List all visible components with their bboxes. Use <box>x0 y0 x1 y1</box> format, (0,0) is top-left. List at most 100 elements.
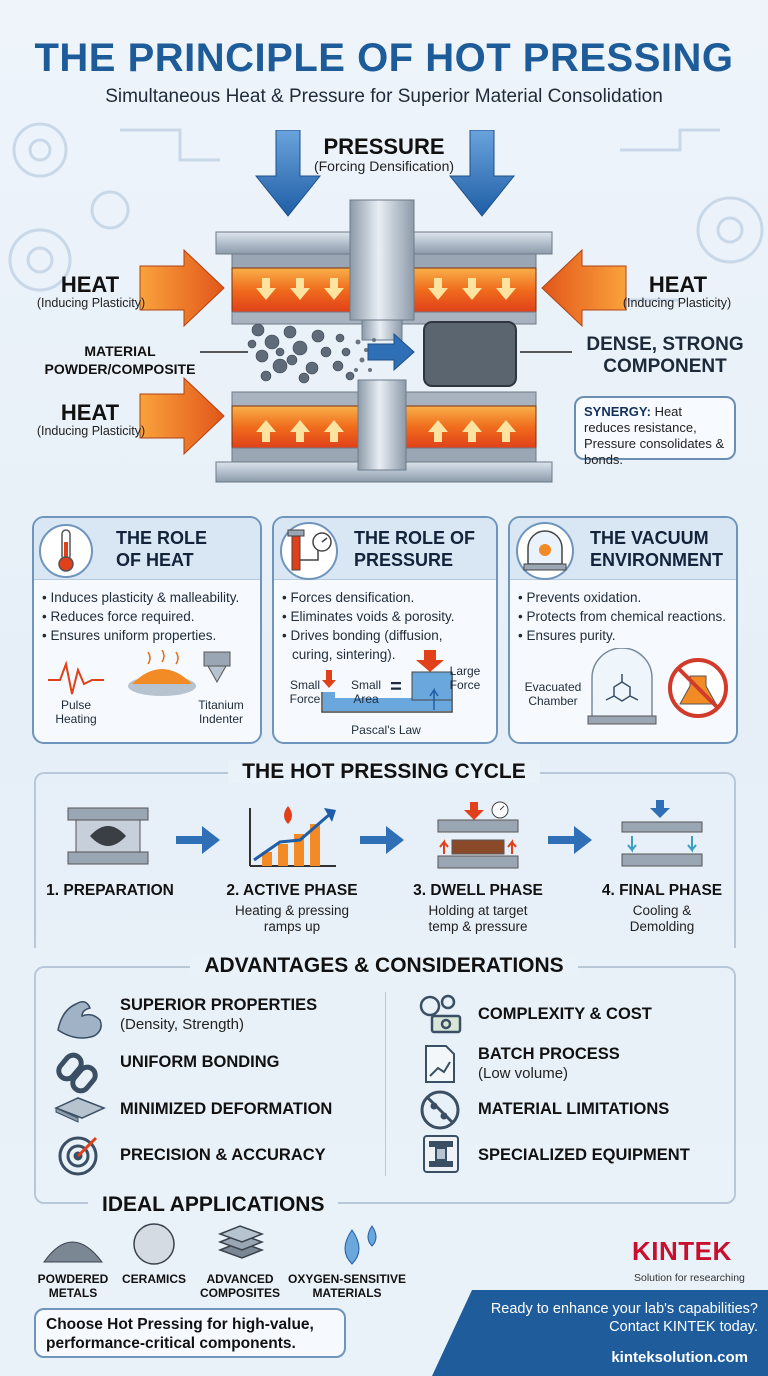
app-ceramics: CERAMICS <box>121 1272 186 1286</box>
list-item: • Ensures purity. <box>518 628 616 643</box>
vacuum-chamber-icon <box>516 522 574 580</box>
step-3-sub-line1: Holding at target <box>428 903 528 918</box>
app-0-line2: METALS <box>48 1286 98 1300</box>
heat-sublabel-top-left: (Inducing Plasticity) <box>36 296 146 310</box>
cycle-step-3-label: 3. DWELL PHASE <box>413 882 543 899</box>
list-item: • Induces plasticity & malleability. <box>42 590 240 605</box>
kintek-logo: KINTEK <box>632 1236 732 1266</box>
vacuum-illustration <box>587 648 728 725</box>
dense-label-line2: COMPONENT <box>603 356 727 377</box>
small-force-line1: Small <box>289 678 320 692</box>
prohibited-icon <box>420 1090 460 1130</box>
equals-sign: = <box>390 676 402 698</box>
list-item: • Eliminates voids & porosity. <box>282 609 455 624</box>
app-oxygen-sensitive: OXYGEN-SENSITIVE MATERIALS <box>286 1272 408 1300</box>
large-force-label: Large Force <box>440 664 490 692</box>
small-force-line2: Force <box>289 692 321 706</box>
pro-superior-properties: SUPERIOR PROPERTIES <box>120 996 318 1014</box>
list-item: • Prevents oxidation. <box>518 590 642 605</box>
heat-label-bottom-left: HEAT <box>60 400 120 425</box>
list-item: • Drives bonding (diffusion, <box>282 628 443 643</box>
muscle-arm-icon <box>57 1001 102 1039</box>
pro-precision-accuracy: PRECISION & ACCURACY <box>120 1146 326 1164</box>
synergy-callout: SYNERGY: Heat reduces resistance, Pressu… <box>574 396 736 467</box>
app-2-line2: COMPOSITES <box>199 1286 280 1300</box>
step-2-sub-line2: ramps up <box>263 919 321 934</box>
cycle-steps-illustration <box>67 800 703 869</box>
footer-band <box>432 1290 768 1376</box>
heat-sublabel-bottom-left: (Inducing Plasticity) <box>36 424 146 438</box>
large-force-line1: Large <box>449 664 481 678</box>
advantages-title: ADVANTAGES & CONSIDERATIONS <box>190 954 578 977</box>
material-label: MATERIAL POWDER/COMPOSITE <box>30 342 210 378</box>
layered-stack-icon <box>217 1225 265 1259</box>
con-complexity-cost: COMPLEXITY & COST <box>478 1005 652 1023</box>
footer-website-link[interactable]: kinteksolution.com <box>611 1349 748 1366</box>
thermometer-icon <box>39 524 93 578</box>
step-4-sub-line1: Cooling & <box>632 903 692 918</box>
small-area-line2: Area <box>353 692 379 706</box>
app-powdered-metals: POWDERED METALS <box>34 1272 112 1300</box>
page-title: THE PRINCIPLE OF HOT PRESSING <box>34 36 734 80</box>
applications-title: IDEAL APPLICATIONS <box>102 1193 325 1216</box>
con-batch-process: BATCH PROCESS <box>478 1045 620 1063</box>
role-of-pressure-title: THE ROLE OF PRESSURE <box>354 527 475 571</box>
cons-icons <box>419 994 462 1173</box>
cycle-step-2-sub: Heating & pressing ramps up <box>212 903 372 935</box>
pulse-line2: Heating <box>55 712 97 726</box>
pressure-label: PRESSURE <box>323 134 445 159</box>
heat-label-right: HEAT <box>648 272 708 297</box>
small-force-label: Small Force <box>282 678 328 706</box>
app-0-line1: POWDERED <box>37 1272 109 1286</box>
con-specialized-equipment: SPECIALIZED EQUIPMENT <box>478 1146 690 1164</box>
heat-sublabel-right: (Inducing Plasticity) <box>622 296 732 310</box>
machine-icon <box>423 1135 459 1173</box>
cta-box: Choose Hot Pressing for high-value, perf… <box>34 1308 346 1358</box>
pulse-heating-illustration <box>48 650 231 696</box>
pros-icons <box>54 1001 106 1176</box>
role-of-pressure-bullets: • Forces densification. • Eliminates voi… <box>282 588 494 664</box>
footer-cta-text: Ready to enhance your lab's capabilities… <box>440 1300 758 1336</box>
synergy-bold: SYNERGY: <box>584 404 651 419</box>
indenter-line2: Indenter <box>198 712 244 726</box>
cycle-title-wrap: THE HOT PRESSING CYCLE <box>0 760 768 784</box>
pascals-law-diagram <box>321 650 453 713</box>
gears-money-icon <box>419 994 462 1034</box>
role-of-pressure-title-line2: PRESSURE <box>354 550 454 570</box>
ceramic-sphere-icon <box>133 1223 175 1265</box>
cta-line1: Choose Hot Pressing for high-value, <box>46 1316 314 1333</box>
indenter-line1: Titanium <box>198 698 244 712</box>
step-2-sub-line1: Heating & pressing <box>234 903 350 918</box>
cycle-step-2-label: 2. ACTIVE PHASE <box>226 882 358 899</box>
step-4-sub-line2: Demolding <box>629 919 695 934</box>
background-gears-icon <box>8 122 764 302</box>
pressure-sublabel: (Forcing Densification) <box>313 158 455 174</box>
app-3-line1: OXYGEN-SENSITIVE <box>287 1272 407 1286</box>
app-advanced-composites: ADVANCED COMPOSITES <box>198 1272 282 1300</box>
app-3-line2: MATERIALS <box>312 1286 382 1300</box>
droplets-icon <box>344 1225 377 1265</box>
target-icon <box>58 1136 98 1176</box>
chamber-line1: Evacuated <box>524 680 582 694</box>
pressure-gauge-icon <box>280 522 338 580</box>
cycle-step-3-sub: Holding at target temp & pressure <box>398 903 558 935</box>
evacuated-chamber-label: Evacuated Chamber <box>516 680 590 708</box>
advantages-divider <box>385 992 386 1176</box>
vacuum-environment-title: THE VACUUM ENVIRONMENT <box>590 527 723 571</box>
role-of-heat-title-line2: OF HEAT <box>116 550 194 570</box>
con-batch-process-sub: (Low volume) <box>478 1065 569 1082</box>
role-of-heat-title: THE ROLE OF HEAT <box>116 527 207 571</box>
flat-plate-icon <box>54 1097 106 1123</box>
app-2-line1: ADVANCED <box>206 1272 274 1286</box>
cycle-step-4-sub: Cooling & Demolding <box>582 903 742 935</box>
kintek-tagline: Solution for researching <box>634 1272 745 1284</box>
role-of-heat-bullets: • Induces plasticity & malleability. • R… <box>42 588 260 645</box>
list-item: • Reduces force required. <box>42 609 195 624</box>
vacuum-title-line1: THE VACUUM <box>590 528 709 548</box>
vacuum-title-line2: ENVIRONMENT <box>590 550 724 570</box>
advantages-title-wrap: ADVANTAGES & CONSIDERATIONS <box>0 954 768 978</box>
vacuum-environment-bullets: • Prevents oxidation. • Protects from ch… <box>518 588 734 645</box>
list-item: • Forces densification. <box>282 590 415 605</box>
dense-label-line1: DENSE, STRONG <box>586 334 744 355</box>
applications-icons <box>43 1223 377 1265</box>
